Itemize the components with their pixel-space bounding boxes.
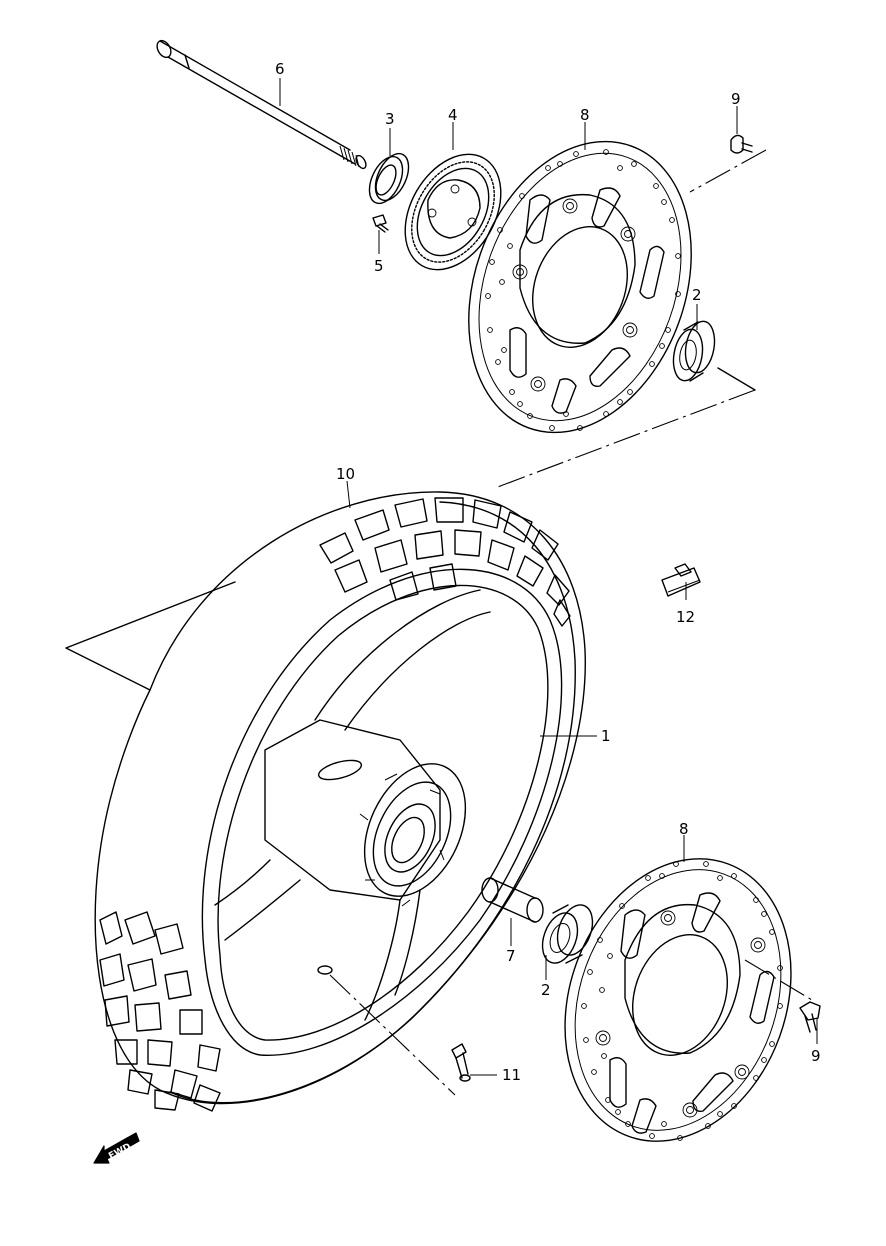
bolt-5 xyxy=(372,214,389,233)
callout-8-upper: 8 xyxy=(580,106,590,124)
callout-12: 12 xyxy=(676,608,695,626)
front-axle xyxy=(156,39,367,170)
balance-weight xyxy=(661,563,701,597)
callout-1: 1 xyxy=(601,727,611,745)
brake-disc-upper xyxy=(468,140,692,434)
callout-8-lower: 8 xyxy=(679,820,689,838)
callout-11: 11 xyxy=(502,1066,521,1084)
wheel-tire-assembly xyxy=(94,491,586,1112)
callout-3: 3 xyxy=(385,110,395,128)
bearing-upper xyxy=(672,320,716,382)
callout-7: 7 xyxy=(506,947,516,965)
callout-2-upper: 2 xyxy=(692,286,702,304)
disc-vent-holes-lower xyxy=(581,861,783,1141)
forward-direction-arrow: FWD xyxy=(93,1132,140,1164)
callout-10: 10 xyxy=(336,465,355,483)
callout-labels: 1 2 2 3 4 5 6 7 8 8 9 9 10 11 12 xyxy=(275,60,821,1084)
brake-disc-lower xyxy=(564,858,792,1142)
callout-5: 5 xyxy=(374,257,384,275)
leader-lines xyxy=(279,78,818,1076)
bolt-9-lower xyxy=(799,1001,821,1033)
disc-vent-holes-upper xyxy=(485,149,681,431)
spacer xyxy=(481,877,544,923)
callout-2-lower: 2 xyxy=(541,981,551,999)
bolt-9-upper xyxy=(730,134,753,154)
callout-4: 4 xyxy=(448,106,458,124)
assembly-lines xyxy=(65,149,813,1096)
callout-9-lower: 9 xyxy=(811,1047,821,1065)
callout-6: 6 xyxy=(275,60,285,78)
oil-seal xyxy=(368,152,410,205)
callout-9-upper: 9 xyxy=(731,90,741,108)
air-valve xyxy=(451,1043,471,1082)
